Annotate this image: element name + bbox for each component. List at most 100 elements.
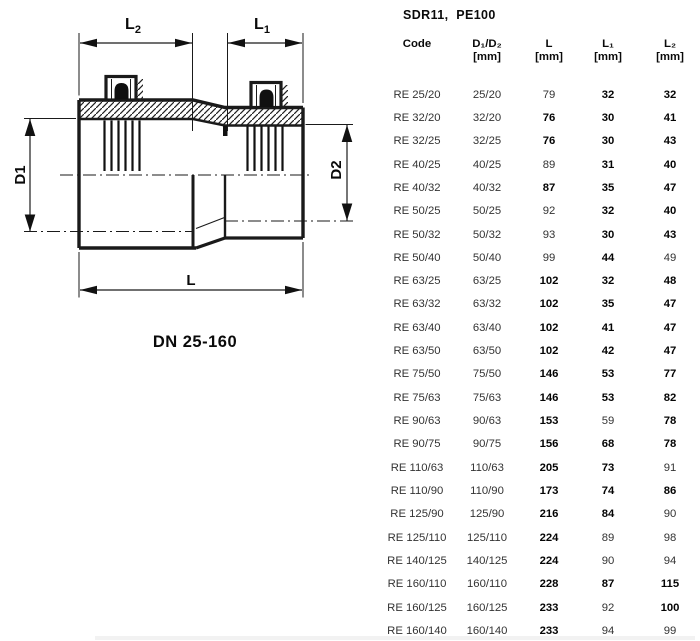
cell-code: RE 50/25 bbox=[393, 205, 441, 218]
cell-code: RE 40/25 bbox=[393, 158, 441, 171]
cell-d1d2: 90/63 bbox=[472, 415, 502, 428]
cell-code: RE 110/63 bbox=[390, 461, 444, 474]
table-row: RE 110/63 110/63 205 73 91 bbox=[383, 456, 700, 479]
dim-label-l: L bbox=[186, 272, 195, 289]
cell-code: RE 50/40 bbox=[393, 251, 441, 264]
cell-l: 76 bbox=[542, 111, 556, 124]
cell-code: RE 160/110 bbox=[387, 578, 447, 591]
cell-l: 102 bbox=[539, 345, 559, 358]
cell-l2: 40 bbox=[663, 205, 677, 218]
cell-l1: 41 bbox=[601, 321, 615, 334]
cell-l: 233 bbox=[539, 601, 559, 614]
cell-l1: 87 bbox=[601, 578, 615, 591]
cell-l2: 90 bbox=[663, 508, 677, 521]
cell-d1d2: 32/25 bbox=[472, 135, 502, 148]
cell-l1: 44 bbox=[601, 251, 615, 264]
cell-code: RE 63/32 bbox=[393, 298, 441, 311]
cell-l2: 40 bbox=[663, 158, 677, 171]
cell-d1d2: 110/63 bbox=[470, 461, 504, 474]
cell-l: 89 bbox=[542, 158, 556, 171]
cell-l1: 30 bbox=[601, 228, 615, 241]
terminal-left bbox=[104, 74, 143, 102]
cell-l2: 100 bbox=[660, 601, 680, 614]
cell-l2: 78 bbox=[663, 415, 677, 428]
reducer-diagram: L2 L1 D1 bbox=[0, 0, 390, 360]
cell-l: 79 bbox=[542, 88, 556, 101]
cell-l1: 31 bbox=[601, 158, 615, 171]
cell-l1: 35 bbox=[601, 298, 615, 311]
body-outline bbox=[77, 100, 305, 250]
fusion-indicator bbox=[223, 126, 228, 136]
cell-l: 87 bbox=[542, 181, 556, 194]
dimension-l1: L1 bbox=[227, 16, 304, 131]
cell-l2: 99 bbox=[663, 624, 677, 637]
centerlines bbox=[24, 174, 354, 233]
cell-l2: 78 bbox=[663, 438, 677, 451]
cell-d1d2: 40/32 bbox=[472, 181, 502, 194]
cell-l1: 73 bbox=[601, 461, 615, 474]
cell-l: 92 bbox=[542, 205, 556, 218]
cell-code: RE 140/125 bbox=[387, 554, 447, 567]
dimension-d2: D2 bbox=[305, 124, 353, 221]
cell-l1: 59 bbox=[601, 415, 615, 428]
cell-l2: 91 bbox=[663, 461, 677, 474]
cell-code: RE 125/90 bbox=[390, 508, 444, 521]
cell-l1: 94 bbox=[601, 624, 615, 637]
cell-d1d2: 50/32 bbox=[472, 228, 502, 241]
cell-l1: 92 bbox=[601, 601, 615, 614]
cell-l: 228 bbox=[539, 578, 559, 591]
col-header-l: L [mm] bbox=[535, 38, 563, 63]
cell-d1d2: 63/32 bbox=[472, 298, 502, 311]
cell-d1d2: 63/25 bbox=[472, 275, 502, 288]
cell-l: 224 bbox=[539, 554, 559, 567]
cell-l: 153 bbox=[539, 415, 559, 428]
cell-l: 93 bbox=[542, 228, 556, 241]
cell-l2: 47 bbox=[663, 181, 677, 194]
cell-l1: 53 bbox=[601, 368, 615, 381]
cell-l2: 47 bbox=[663, 298, 677, 311]
cell-l: 224 bbox=[539, 531, 559, 544]
cell-l: 146 bbox=[539, 391, 559, 404]
cell-l1: 68 bbox=[601, 438, 615, 451]
cell-d1d2: 25/20 bbox=[472, 88, 502, 101]
table-title: SDR11, PE100 bbox=[403, 8, 496, 22]
dimension-l: L bbox=[78, 242, 304, 298]
cell-code: RE 160/125 bbox=[387, 601, 447, 614]
cell-l2: 98 bbox=[663, 531, 677, 544]
cell-l1: 42 bbox=[601, 345, 615, 358]
cell-l: 205 bbox=[539, 461, 559, 474]
cell-l2: 49 bbox=[663, 251, 677, 264]
spec-table: SDR11, PE100 Code D₁/D₂ [mm] L [mm] L₁ [… bbox=[383, 0, 700, 641]
cell-l: 173 bbox=[539, 484, 559, 497]
cell-code: RE 63/40 bbox=[393, 321, 441, 334]
cell-code: RE 40/32 bbox=[393, 181, 441, 194]
cell-code: RE 110/90 bbox=[390, 484, 444, 497]
cell-l: 99 bbox=[542, 251, 556, 264]
cell-code: RE 50/32 bbox=[393, 228, 441, 241]
cell-code: RE 125/110 bbox=[387, 531, 447, 544]
cell-code: RE 63/25 bbox=[393, 275, 441, 288]
cell-l2: 48 bbox=[663, 275, 677, 288]
dim-label-l1: L1 bbox=[254, 16, 270, 36]
cell-d1d2: 50/40 bbox=[472, 251, 502, 264]
col-header-d1d2: D₁/D₂ [mm] bbox=[472, 38, 502, 63]
cell-d1d2: 63/40 bbox=[472, 321, 502, 334]
col-header-code: Code bbox=[402, 38, 432, 50]
cell-l2: 82 bbox=[663, 391, 677, 404]
table-row: RE 50/40 50/40 99 44 49 bbox=[383, 246, 700, 269]
cell-d1d2: 75/63 bbox=[472, 391, 502, 404]
dimension-l2: L2 bbox=[78, 16, 193, 131]
